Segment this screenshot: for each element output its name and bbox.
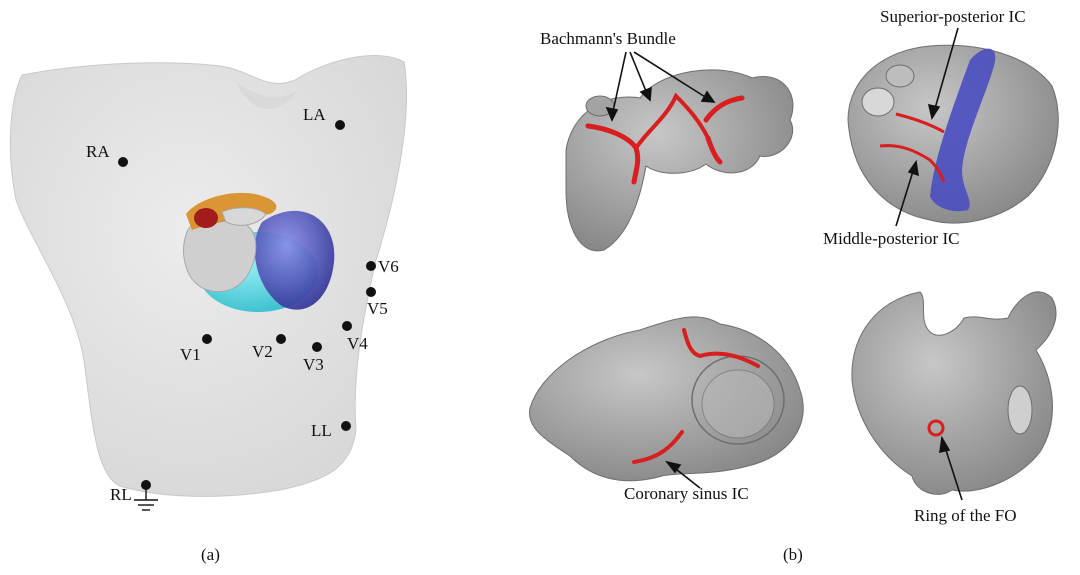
electrode-label-ll: LL: [311, 421, 332, 440]
coronary-arrow: [664, 460, 701, 489]
middle-ic-path: [879, 144, 946, 183]
electrode-label-v3: V3: [303, 355, 324, 374]
valve-inner-bottom-left: [701, 369, 775, 439]
vein-opening-bottom-right: [1007, 385, 1033, 435]
atria-shell-top-left: [565, 69, 794, 252]
coronary-sinus-ic-path: [632, 430, 684, 464]
electrode-label-la: LA: [303, 105, 326, 124]
electrode-ll-dot: [341, 421, 351, 431]
electrode-label-v1: V1: [180, 345, 201, 364]
vein-opening-2: [885, 64, 915, 88]
electrode-label-v2: V2: [252, 342, 273, 361]
label-bachmann-bundle: Bachmann's Bundle: [540, 29, 676, 48]
left-ventricle-shape: [254, 210, 335, 310]
atria-view-top-left: [565, 51, 794, 252]
label-middle-posterior-ic: Middle-posterior IC: [823, 229, 960, 248]
electrode-v2-dot: [276, 334, 286, 344]
neck-notch-shading: [236, 82, 298, 109]
atria-view-bottom-left: [529, 316, 804, 489]
ground-icon: [134, 485, 158, 511]
electrode-label-v5: V5: [367, 299, 388, 318]
fo-arrow: [939, 435, 963, 501]
caption-a: (a): [201, 545, 220, 564]
bachmann-bundle-path-right: [703, 95, 745, 165]
great-vessel-shape: [221, 207, 267, 226]
heart-model: [183, 192, 335, 312]
electrode-label-rl: RL: [110, 485, 132, 504]
label-ring-of-fo: Ring of the FO: [914, 506, 1017, 525]
electrode-ra-dot: [118, 157, 128, 167]
caption-b: (b): [783, 545, 803, 564]
electrode-v6-dot: [366, 261, 376, 271]
atria-view-top-right: [847, 27, 1059, 227]
electrode-la-dot: [335, 120, 345, 130]
fo-ring-shape: [927, 419, 945, 437]
vein-opening-1: [861, 87, 895, 117]
bachmann-bundle-path-mid: [634, 92, 710, 150]
coronary-sinus-top-path: [682, 328, 760, 368]
atria-shell-bottom-right: [851, 291, 1057, 495]
bachmann-arrows: [605, 51, 716, 122]
aorta-red-shape: [194, 208, 218, 228]
label-coronary-sinus-ic: Coronary sinus IC: [624, 484, 749, 503]
panel-a: [9, 55, 407, 511]
label-superior-posterior-ic: Superior-posterior IC: [880, 7, 1026, 26]
electrode-label-v6: V6: [378, 257, 399, 276]
top-right-arrows: [895, 27, 959, 227]
superior-ic-path: [895, 112, 945, 134]
electrode-v4-dot: [342, 321, 352, 331]
panel-b: [529, 27, 1059, 501]
electrode-v3-dot: [312, 342, 322, 352]
electrode-label-ra: RA: [86, 142, 110, 161]
atria-view-bottom-right: [851, 291, 1057, 501]
electrode-label-v4: V4: [347, 334, 368, 353]
electrode-v1-dot: [202, 334, 212, 344]
electrode-v5-dot: [366, 287, 376, 297]
septum-blue-region: [930, 48, 996, 212]
